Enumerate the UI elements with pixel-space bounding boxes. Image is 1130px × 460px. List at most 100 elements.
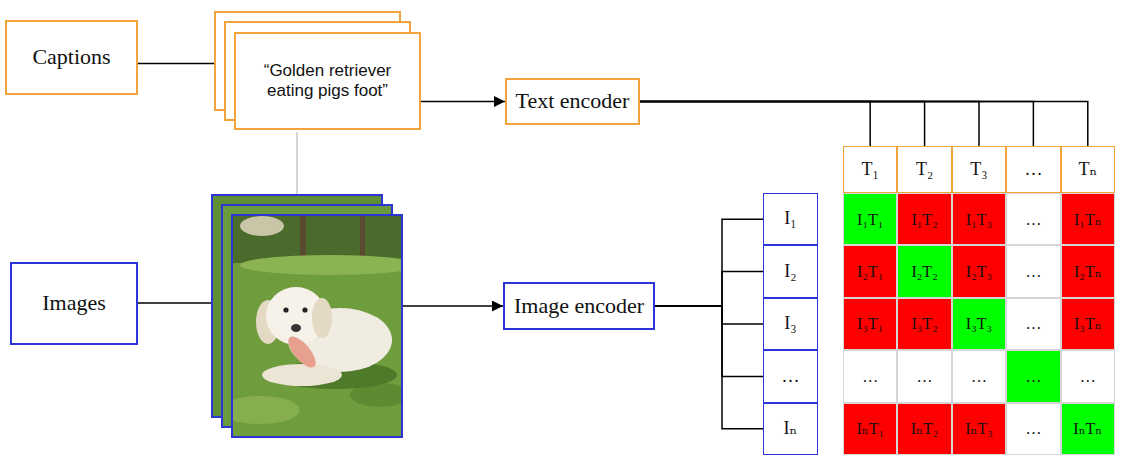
node-text: IₙT₂ [911,419,939,438]
tree-trunk [300,215,306,260]
similarity-cell: … [1061,350,1115,402]
node-text: … [782,366,800,388]
similarity-cell: IₙT₂ [897,403,951,455]
input-wire [138,302,212,304]
image-embedding: I₃ [763,298,818,350]
node-text: I₃T₁ [857,314,883,333]
text-embedding: T₁ [843,146,897,193]
similarity-cell: I₁T₂ [897,193,951,245]
similarity-cell: I₁T₁ [843,193,897,245]
similarity-cell: I₂Tₙ [1061,245,1115,297]
similarity-cell: IₙT₃ [952,403,1006,455]
node-text: I₁T₂ [911,210,937,229]
connector [655,219,763,306]
pair-leader-line [296,132,297,195]
text-embedding: T₃ [952,146,1006,193]
node-text: I₂ [784,261,796,283]
input-arrow [402,305,503,307]
node-text: … [917,367,933,386]
node-text: I₃ [784,313,796,335]
node-text: … [1025,419,1041,438]
node-text: I₃Tₙ [1074,314,1102,333]
node-text: I₂T₁ [857,262,883,281]
dog-ear [312,298,332,338]
node-text: … [1080,367,1096,386]
node-text: I₃T₃ [966,314,992,333]
node-text: I₂Tₙ [1074,262,1102,281]
similarity-cell: … [1006,245,1060,297]
dog-legs [262,364,342,386]
dog-nose [291,324,301,332]
node-text: … [1025,210,1041,229]
node-text: T₃ [970,159,987,181]
dog-eye [283,307,288,312]
similarity-cell: I₂T₂ [897,245,951,297]
node-text: Images [42,290,106,316]
similarity-cell: … [1006,350,1060,402]
connector [640,102,925,147]
node-text: Image encoder [514,293,644,319]
similarity-cell: I₃T₃ [952,298,1006,350]
image-embedding: I₁ [763,193,818,245]
connector [421,101,505,103]
similarity-cell: I₃T₁ [843,298,897,350]
node-text: … [1025,314,1041,333]
node-text: IₙTₙ [1073,419,1102,438]
node-text: I₂T₃ [966,262,992,281]
node-text: Iₙ [784,418,798,440]
connector [640,102,870,147]
node-text: … [971,367,987,386]
input-box: Captions [5,20,138,95]
text-embedding: … [1006,146,1060,193]
similarity-cell: I₂T₁ [843,245,897,297]
similarity-cell: … [1006,403,1060,455]
node-text: Tₙ [1078,159,1097,181]
similarity-cell: I₁T₃ [952,193,1006,245]
node-text: IₙT₁ [856,419,884,438]
node-text: I₂T₂ [911,262,937,281]
caption-card: “Golden retriever eating pigs foot” [234,32,421,130]
node-text: “Golden retriever eating pigs foot” [246,61,409,102]
similarity-cell: IₙTₙ [1061,403,1115,455]
dog-eye [302,307,307,312]
node-text: … [1025,262,1041,281]
connector [655,306,763,429]
node-text: T₁ [862,159,879,181]
image-embedding: … [763,350,818,402]
similarity-cell: … [952,350,1006,402]
similarity-cell: I₁Tₙ [1061,193,1115,245]
node-text: Text encoder [516,88,630,114]
node-text: … [862,367,878,386]
text-embedding: Tₙ [1061,146,1115,193]
node-text: I₁ [784,208,796,230]
text-embedding: T₂ [897,146,951,193]
similarity-cell: … [1006,298,1060,350]
connector [655,306,763,324]
grass-patch [240,255,402,275]
node-text: IₙT₃ [965,419,993,438]
node-text: Captions [32,44,110,70]
encoder-box: Text encoder [505,78,640,125]
connector [655,272,763,306]
pig-foot [284,332,321,371]
node-text: T₂ [916,159,933,181]
connector [640,102,1033,147]
node-text: I₁Tₙ [1074,210,1102,229]
similarity-cell: … [1006,193,1060,245]
encoder-box: Image encoder [503,282,655,330]
node-text: … [1025,367,1041,386]
input-box: Images [10,262,138,345]
tree-trunk [360,215,365,257]
similarity-cell: I₃T₂ [897,298,951,350]
node-text: … [1024,159,1042,181]
connector [640,102,1088,147]
node-text: I₃T₂ [911,314,937,333]
similarity-cell: … [897,350,951,402]
image-embedding: I₂ [763,245,818,297]
grass-patch [232,396,300,424]
photo-frame [232,215,402,437]
node-text: I₁T₁ [857,210,883,229]
similarity-cell: … [843,350,897,402]
connector [655,306,763,376]
